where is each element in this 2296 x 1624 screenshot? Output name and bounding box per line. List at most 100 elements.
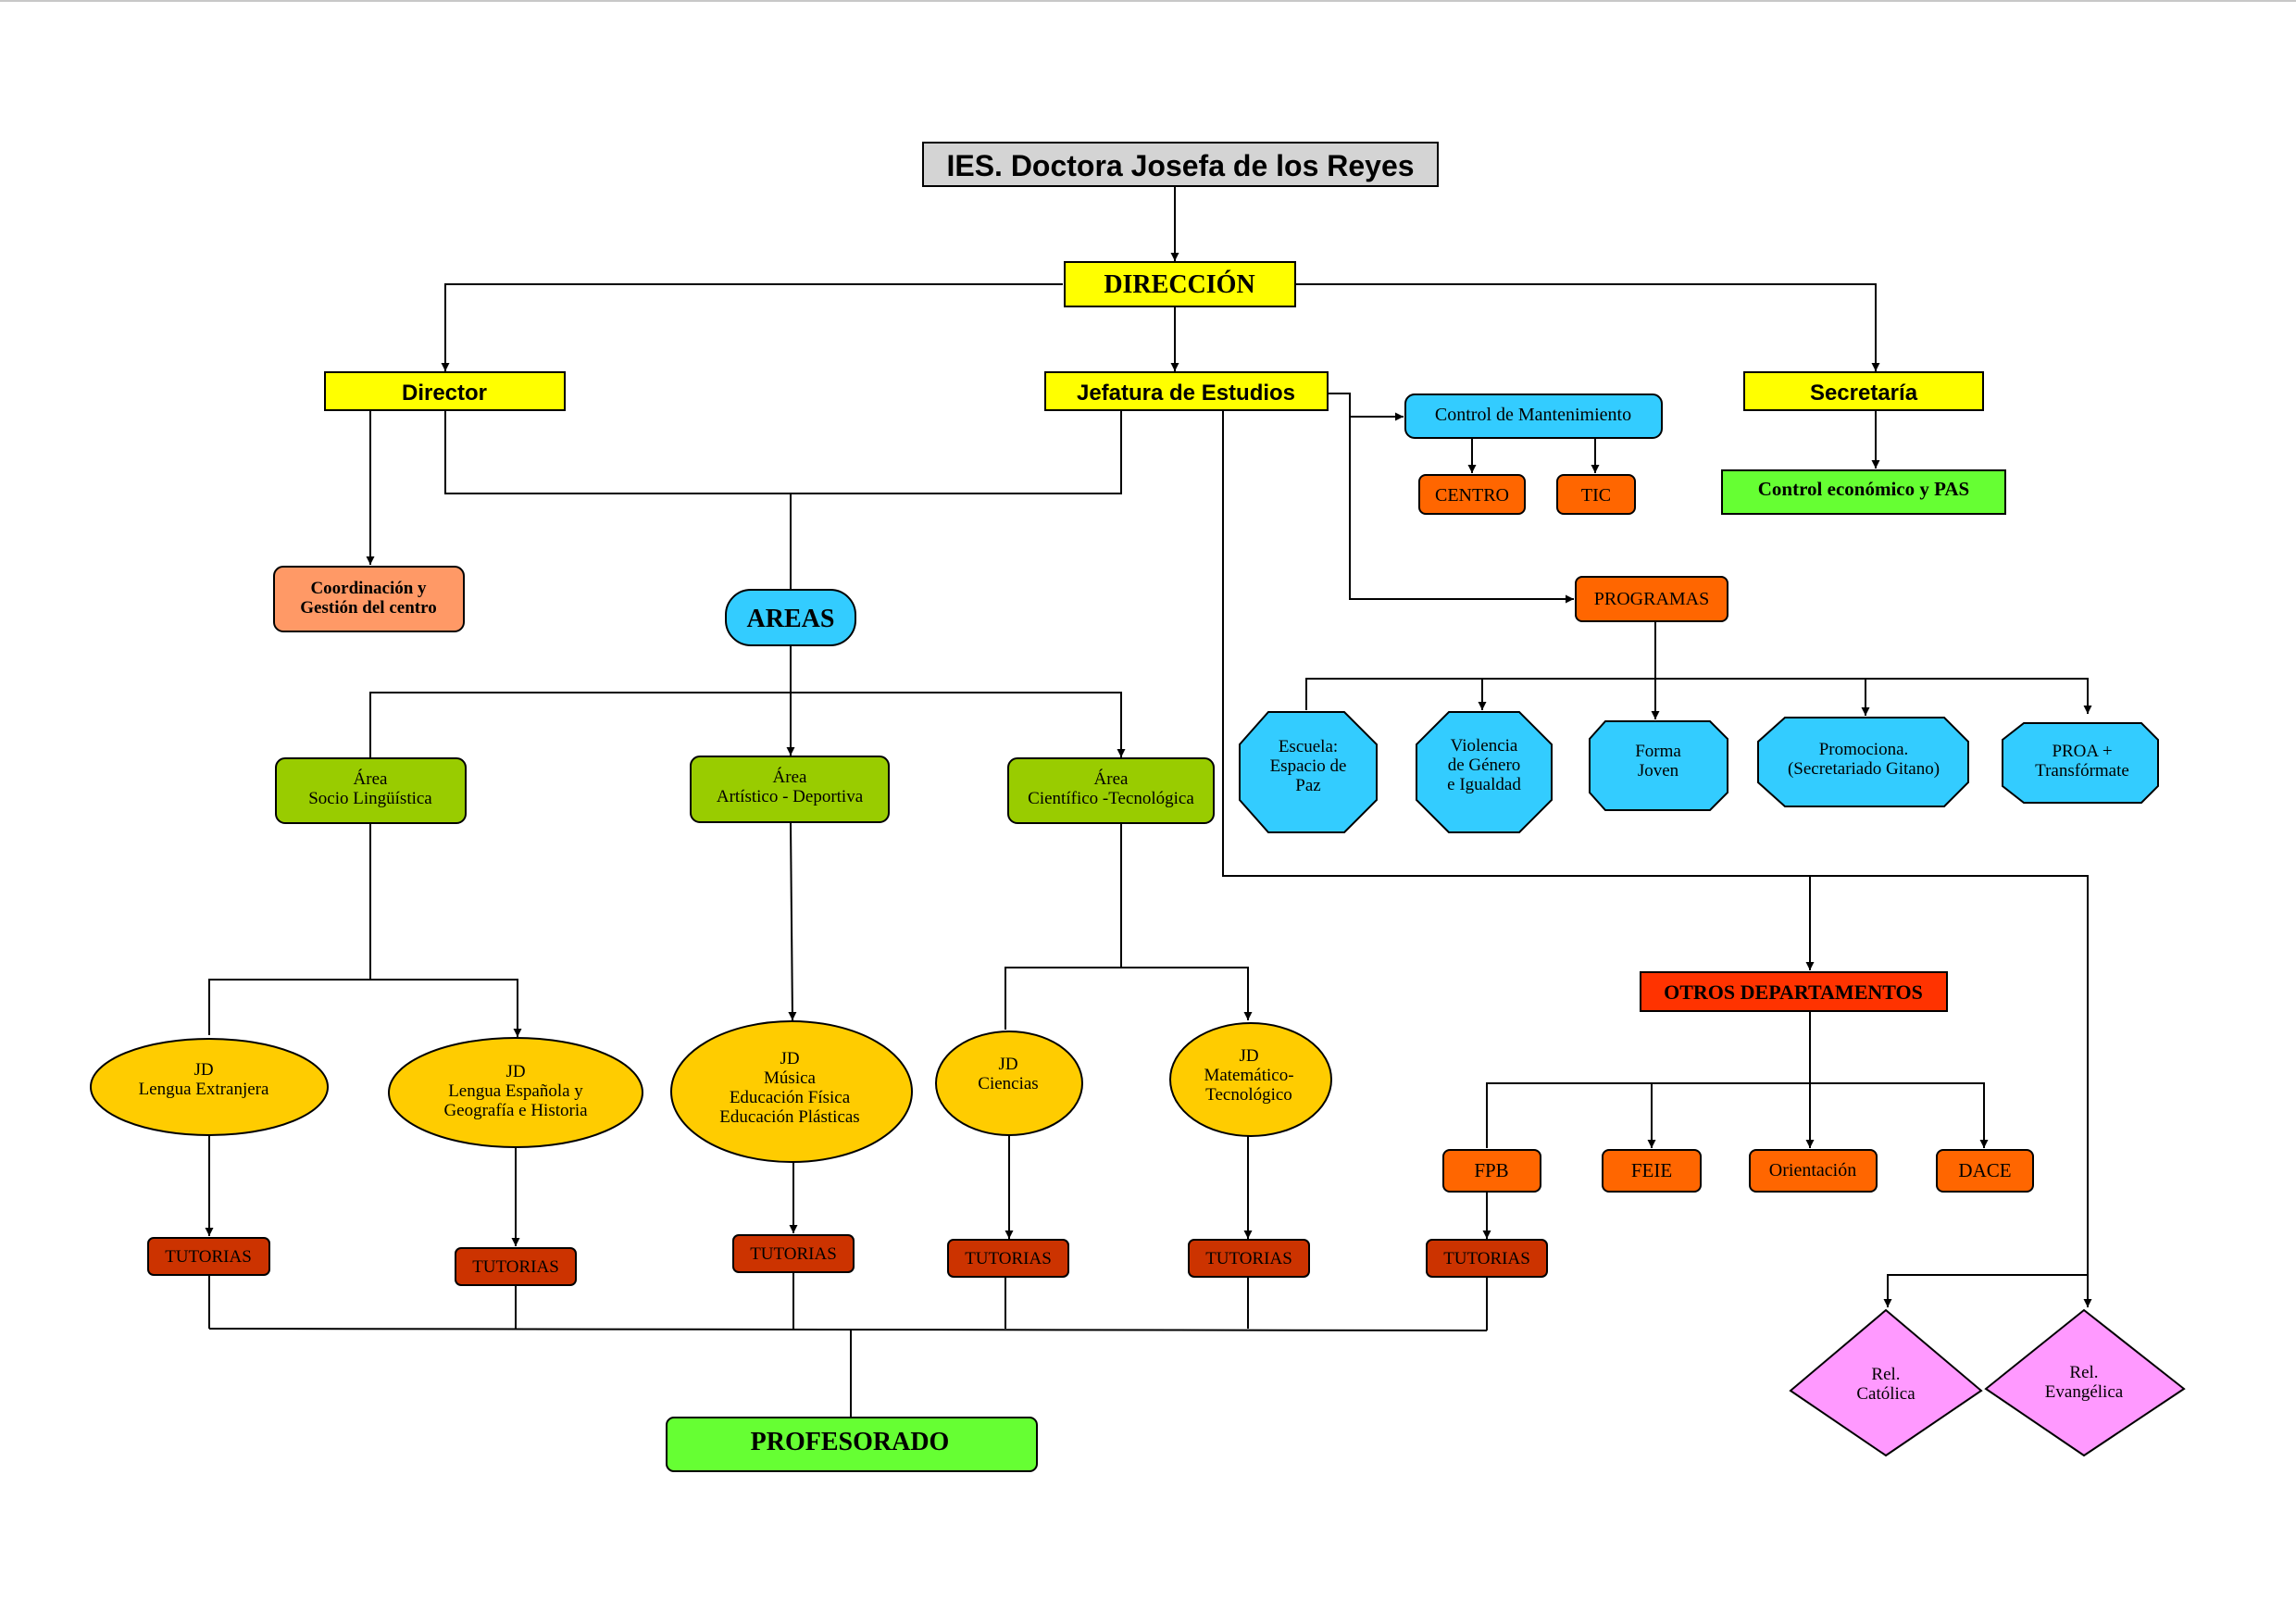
jd-musica-line-3: Educación Física bbox=[730, 1088, 851, 1107]
proa-node: PROA + Transfórmate bbox=[2002, 722, 2159, 804]
violencia-line-2: de Género bbox=[1448, 756, 1521, 775]
tutorias-label: TUTORIAS bbox=[750, 1244, 837, 1264]
centro-node: CENTRO bbox=[1418, 474, 1526, 515]
jd-ciencias-node: JD Ciencias bbox=[935, 1031, 1083, 1136]
area-socio-linguistica-node: Área Socio Lingüística bbox=[275, 757, 467, 824]
tutorias-node: TUTORIAS bbox=[1426, 1239, 1548, 1278]
control-mantenimiento-label: Control de Mantenimiento bbox=[1435, 405, 1631, 425]
control-economico-label: Control económico y PAS bbox=[1758, 478, 1969, 500]
coordinacion-line-2: Gestión del centro bbox=[300, 598, 436, 618]
secretaria-label: Secretaría bbox=[1810, 381, 1918, 406]
area-socio-line-1: Área bbox=[354, 768, 388, 789]
control-economico-node: Control económico y PAS bbox=[1721, 469, 2006, 515]
tutorias-label: TUTORIAS bbox=[165, 1247, 252, 1267]
orientacion-node: Orientación bbox=[1749, 1149, 1878, 1193]
violencia-line-1: Violencia bbox=[1451, 736, 1518, 756]
jd-matematico-line-1: JD bbox=[1239, 1046, 1258, 1066]
school-title: IES. Doctora Josefa de los Reyes bbox=[946, 149, 1414, 182]
area-cientifico-line-1: Área bbox=[1094, 768, 1129, 789]
rel-catolica-line-2: Católica bbox=[1856, 1384, 1915, 1404]
tutorias-node: TUTORIAS bbox=[455, 1247, 577, 1286]
jd-musica-line-1: JD bbox=[780, 1049, 799, 1068]
programas-label: PROGRAMAS bbox=[1594, 589, 1709, 609]
forma-joven-line-1: Forma bbox=[1635, 742, 1681, 761]
forma-joven-line-2: Joven bbox=[1638, 761, 1679, 781]
fpb-label: FPB bbox=[1474, 1159, 1508, 1181]
orientacion-label: Orientación bbox=[1769, 1160, 1856, 1181]
director-node: Director bbox=[324, 371, 566, 411]
otros-departamentos-label: OTROS DEPARTAMENTOS bbox=[1664, 981, 1923, 1004]
jd-matematico-line-2: Matemático- bbox=[1204, 1066, 1293, 1085]
dace-node: DACE bbox=[1936, 1149, 2034, 1193]
jd-lengua-espanola-node: JD Lengua Española y Geografía e Histori… bbox=[388, 1037, 643, 1148]
otros-departamentos-node: OTROS DEPARTAMENTOS bbox=[1640, 971, 1948, 1012]
promociona-line-1: Promociona. bbox=[1819, 740, 1909, 759]
jd-matematico-node: JD Matemático- Tecnológico bbox=[1169, 1022, 1332, 1137]
jd-lengua-esp-line-2: Lengua Española y bbox=[448, 1081, 583, 1101]
direccion-label: DIRECCIÓN bbox=[1104, 270, 1254, 299]
rel-evangelica-node: Rel. Evangélica bbox=[1984, 1308, 2186, 1457]
jd-lengua-esp-line-1: JD bbox=[505, 1062, 525, 1081]
proa-line-1: PROA + bbox=[2052, 742, 2112, 761]
jd-matematico-line-3: Tecnológico bbox=[1205, 1085, 1292, 1105]
rel-catolica-line-1: Rel. bbox=[1871, 1365, 1900, 1384]
profesorado-label: PROFESORADO bbox=[751, 1428, 950, 1456]
tutorias-node: TUTORIAS bbox=[1188, 1239, 1310, 1278]
tutorias-label: TUTORIAS bbox=[965, 1249, 1052, 1268]
jd-musica-line-4: Educación Plásticas bbox=[719, 1107, 859, 1127]
direccion-node: DIRECCIÓN bbox=[1064, 261, 1296, 307]
escuela-line-1: Escuela: bbox=[1279, 737, 1338, 756]
tic-label: TIC bbox=[1581, 485, 1611, 506]
tutorias-label: TUTORIAS bbox=[472, 1257, 559, 1277]
coordinacion-line-1: Coordinación y bbox=[310, 579, 427, 598]
rel-evangelica-line-1: Rel. bbox=[2069, 1363, 2098, 1382]
rel-evangelica-line-2: Evangélica bbox=[2045, 1382, 2124, 1402]
forma-joven-node: Forma Joven bbox=[1589, 720, 1728, 811]
tutorias-label: TUTORIAS bbox=[1443, 1249, 1530, 1268]
director-label: Director bbox=[402, 381, 487, 406]
tutorias-node: TUTORIAS bbox=[147, 1237, 270, 1276]
area-cientifico-line-2: Científico -Tecnológica bbox=[1028, 789, 1194, 808]
page-top-border bbox=[0, 0, 2296, 2]
area-artistico-line-1: Área bbox=[773, 767, 807, 787]
areas-label: AREAS bbox=[747, 605, 835, 633]
tutorias-node: TUTORIAS bbox=[947, 1239, 1069, 1278]
rel-catolica-node: Rel. Católica bbox=[1789, 1308, 1983, 1457]
jefatura-label: Jefatura de Estudios bbox=[1077, 381, 1295, 406]
jd-ciencias-line-2: Ciencias bbox=[978, 1074, 1038, 1093]
fpb-node: FPB bbox=[1442, 1149, 1541, 1193]
jd-lengua-ext-line-2: Lengua Extranjera bbox=[139, 1080, 269, 1099]
promociona-node: Promociona. (Secretariado Gitano) bbox=[1757, 717, 1969, 807]
areas-node: AREAS bbox=[725, 589, 856, 646]
promociona-line-2: (Secretariado Gitano) bbox=[1788, 759, 1940, 779]
jd-lengua-esp-line-3: Geografía e Historia bbox=[443, 1101, 588, 1120]
escuela-paz-node: Escuela: Espacio de Paz bbox=[1239, 711, 1378, 833]
tutorias-node: TUTORIAS bbox=[732, 1234, 855, 1273]
connectors bbox=[205, 187, 2092, 1417]
jd-musica-node: JD Música Educación Física Educación Plá… bbox=[670, 1020, 913, 1163]
programas-node: PROGRAMAS bbox=[1575, 576, 1728, 622]
profesorado-node: PROFESORADO bbox=[666, 1417, 1038, 1472]
area-artistico-deportiva-node: Área Artístico - Deportiva bbox=[690, 756, 890, 823]
feie-label: FEIE bbox=[1631, 1159, 1672, 1181]
violencia-line-3: e Igualdad bbox=[1447, 775, 1521, 794]
jd-lengua-ext-line-1: JD bbox=[193, 1060, 213, 1080]
centro-label: CENTRO bbox=[1435, 485, 1509, 506]
tutorias-label: TUTORIAS bbox=[1205, 1249, 1292, 1268]
escuela-line-2: Espacio de bbox=[1270, 756, 1347, 776]
dace-label: DACE bbox=[1958, 1159, 2011, 1181]
area-socio-line-2: Socio Lingüística bbox=[308, 789, 432, 808]
control-mantenimiento-node: Control de Mantenimiento bbox=[1404, 394, 1663, 439]
tic-node: TIC bbox=[1556, 474, 1636, 515]
jd-musica-line-2: Música bbox=[764, 1068, 817, 1088]
jd-lengua-extranjera-node: JD Lengua Extranjera bbox=[90, 1038, 329, 1136]
proa-line-2: Transfórmate bbox=[2035, 761, 2129, 781]
violencia-genero-node: Violencia de Género e Igualdad bbox=[1416, 711, 1553, 833]
coordinacion-node: Coordinación y Gestión del centro bbox=[273, 566, 465, 632]
escuela-line-3: Paz bbox=[1295, 776, 1320, 795]
school-title-node: IES. Doctora Josefa de los Reyes bbox=[922, 142, 1439, 187]
feie-node: FEIE bbox=[1602, 1149, 1702, 1193]
secretaria-node: Secretaría bbox=[1743, 371, 1984, 411]
area-artistico-line-2: Artístico - Deportiva bbox=[717, 787, 864, 806]
